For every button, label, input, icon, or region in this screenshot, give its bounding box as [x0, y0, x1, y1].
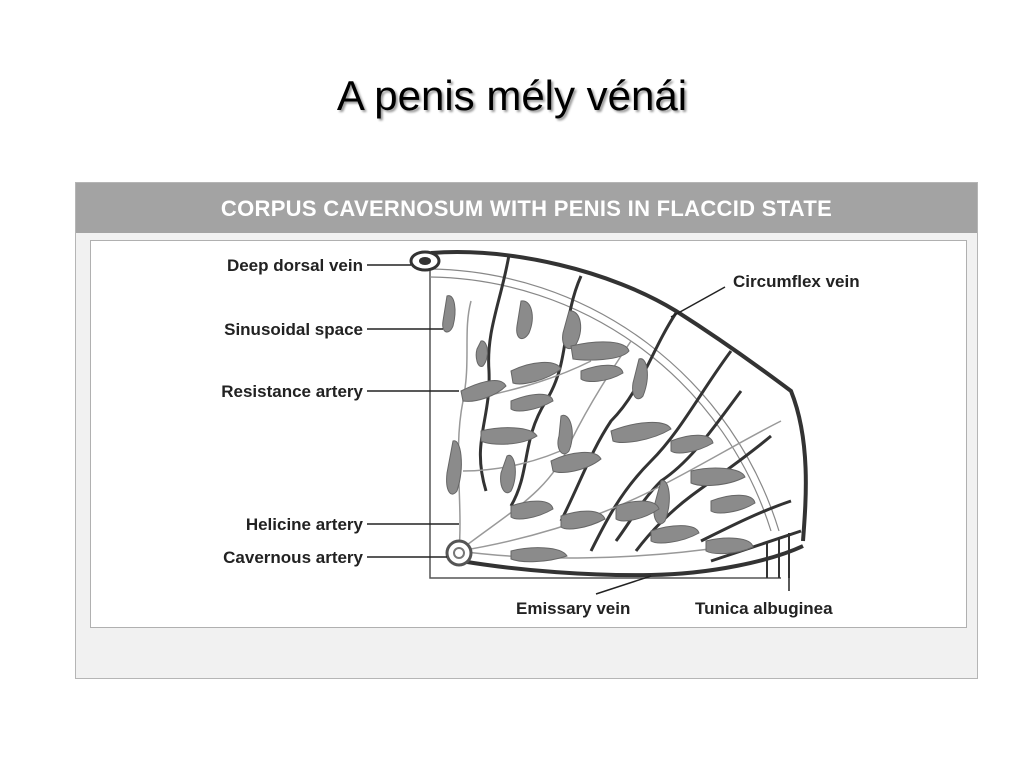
- label-resistance-artery: Resistance artery: [221, 382, 363, 401]
- section-boundary: [429, 263, 781, 579]
- corpus-cavernosum-diagram: Deep dorsal vein Sinusoidal space Resist…: [221, 250, 860, 618]
- label-helicine-artery: Helicine artery: [246, 515, 364, 534]
- label-sinusoidal-space: Sinusoidal space: [224, 320, 363, 339]
- label-deep-dorsal-vein: Deep dorsal vein: [227, 256, 363, 275]
- leader-lines: [367, 264, 790, 595]
- deep-dorsal-vein-marker: [409, 250, 441, 272]
- tunica-albuginea-band: [429, 268, 780, 532]
- cavernous-artery-marker: [445, 539, 473, 567]
- figure-panel: Deep dorsal vein Sinusoidal space Resist…: [90, 240, 967, 628]
- outer-circumflex-vein: [430, 250, 808, 542]
- sinusoidal-spaces: [442, 295, 756, 563]
- label-tunica-albuginea: Tunica albuginea: [695, 599, 833, 618]
- tunica-albuginea-edge: [766, 533, 790, 578]
- label-circumflex-vein: Circumflex vein: [733, 272, 860, 291]
- figure-header: CORPUS CAVERNOSUM WITH PENIS IN FLACCID …: [76, 183, 977, 233]
- label-emissary-vein: Emissary vein: [516, 599, 630, 618]
- emissary-vein: [460, 544, 804, 578]
- label-cavernous-artery: Cavernous artery: [223, 548, 363, 567]
- slide-title: A penis mély vénái: [336, 72, 688, 119]
- diagram-figure: CORPUS CAVERNOSUM WITH PENIS IN FLACCID …: [75, 182, 978, 679]
- figure-header-text: CORPUS CAVERNOSUM WITH PENIS IN FLACCID …: [220, 196, 833, 221]
